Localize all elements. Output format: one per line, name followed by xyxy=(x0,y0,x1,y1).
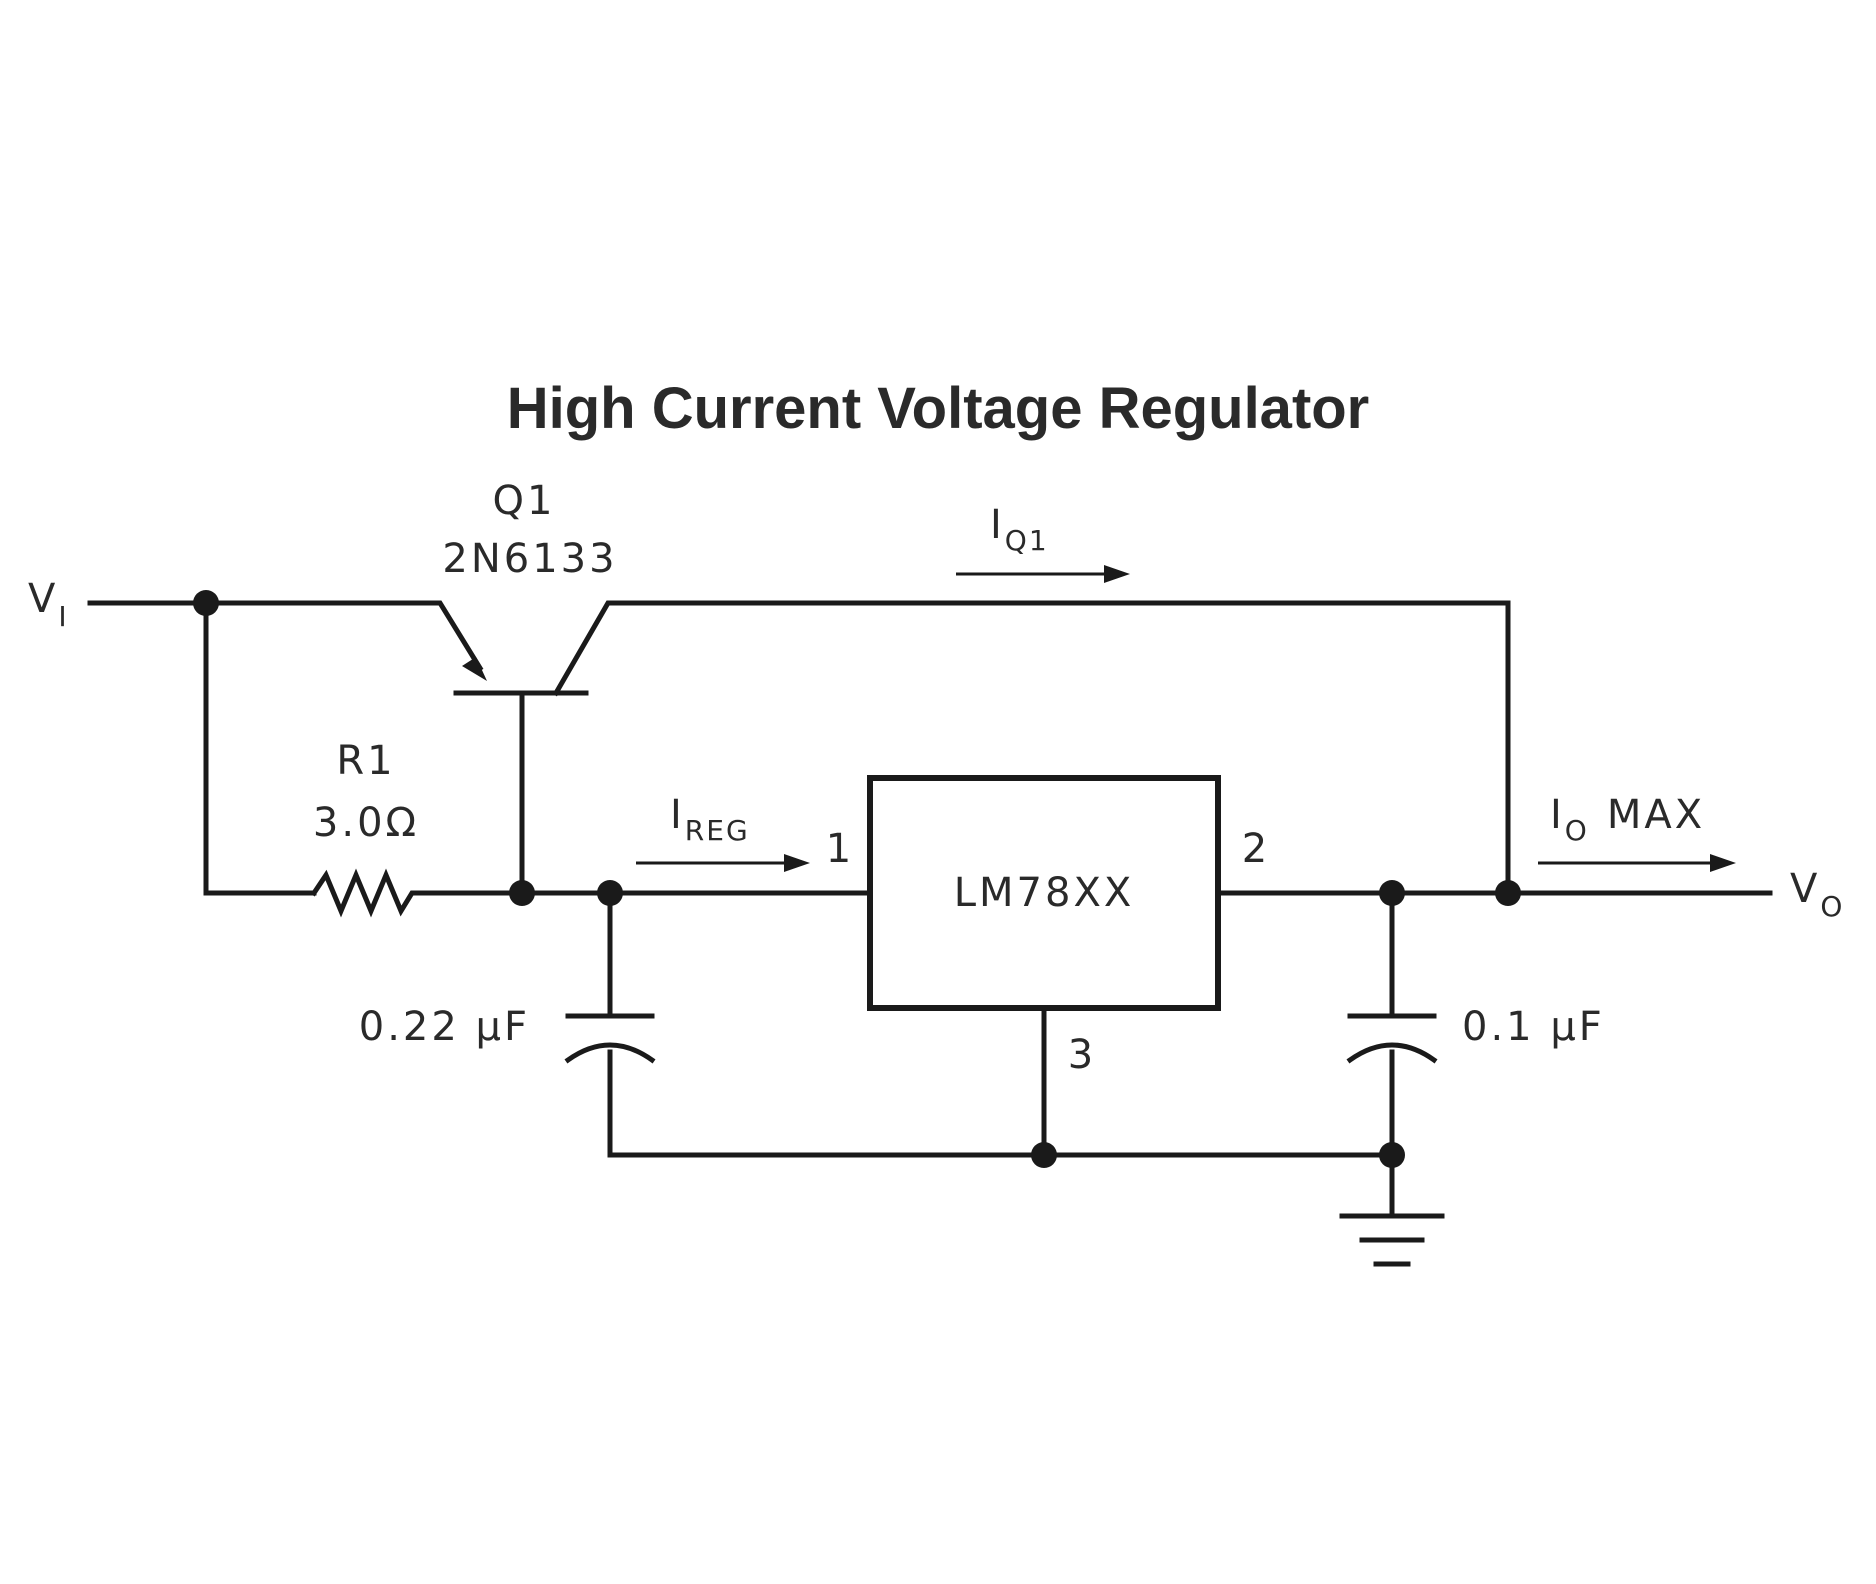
label-q1-part: 2N6133 xyxy=(442,536,617,582)
label-iq1: IQ1 xyxy=(990,502,1049,557)
wire-q1-collector-to-output xyxy=(552,600,1511,896)
current-arrow-iomax xyxy=(1538,854,1736,872)
label-regulator-part: LM78XX xyxy=(954,870,1135,916)
diagram-title: High Current Voltage Regulator xyxy=(507,376,1370,441)
capacitor-input xyxy=(564,1013,656,1064)
capacitor-output xyxy=(1346,1013,1438,1064)
junction-cout xyxy=(1379,880,1405,906)
current-arrow-ireg xyxy=(636,854,810,872)
transistor-q1 xyxy=(453,657,589,696)
junction-cin xyxy=(597,880,623,906)
label-vin: VI xyxy=(28,576,69,633)
label-pin-in: 1 xyxy=(826,826,854,872)
junction-dots xyxy=(193,590,1521,1168)
label-cout-value: 0.1 µF xyxy=(1462,1004,1605,1050)
wire-cin-bottom xyxy=(607,1049,1395,1158)
ground-symbol xyxy=(1339,1213,1445,1267)
label-pin-out: 2 xyxy=(1242,826,1270,872)
junction-output xyxy=(1495,880,1521,906)
label-pin-gnd: 3 xyxy=(1068,1032,1096,1078)
wires xyxy=(87,600,1773,1219)
wire-vin-to-r1 xyxy=(203,600,317,896)
label-cin-value: 0.22 µF xyxy=(359,1004,530,1050)
junction-base xyxy=(509,880,535,906)
q1-emitter-arrow xyxy=(462,657,487,681)
junction-vin xyxy=(193,590,219,616)
current-arrow-iq1 xyxy=(956,565,1130,583)
junction-ground-mid xyxy=(1031,1142,1057,1168)
regulator-box xyxy=(867,775,1221,1011)
junction-ground-right xyxy=(1379,1142,1405,1168)
label-q1-ref: Q1 xyxy=(493,478,556,524)
resistor-r1 xyxy=(310,868,423,918)
label-ireg: IREG xyxy=(670,792,750,847)
label-r1-ref: R1 xyxy=(336,738,395,784)
label-r1-value: 3.0Ω xyxy=(313,800,419,846)
label-vout: VO xyxy=(1790,866,1844,923)
wire-vin-to-q1-emitter xyxy=(87,600,484,672)
